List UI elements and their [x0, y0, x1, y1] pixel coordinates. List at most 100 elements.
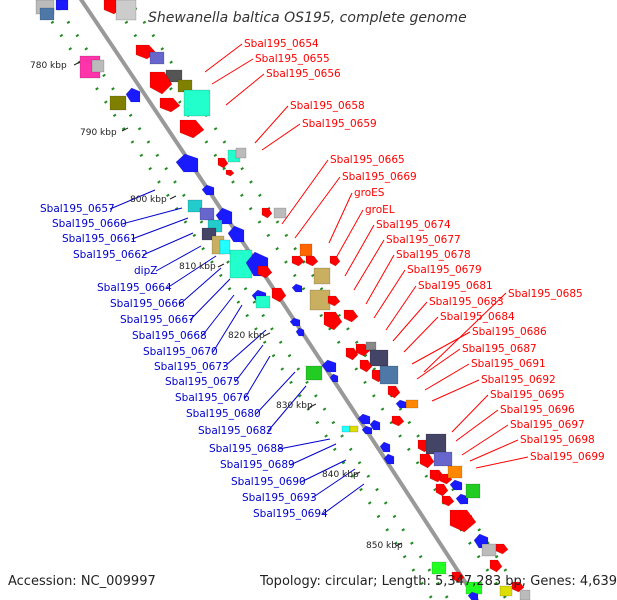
- gc-track-inner-right: [109, 0, 509, 600]
- tick-mark: [395, 542, 403, 547]
- forward-leader-line: [294, 176, 341, 239]
- forward-leader-line: [423, 292, 507, 373]
- forward-leader-line: [225, 73, 265, 106]
- tick-label: 830 kbp: [276, 401, 313, 411]
- forward-leader-line: [461, 424, 509, 456]
- forward-leader-line: [254, 105, 289, 144]
- gene-block: [305, 365, 323, 381]
- forward-gene-label[interactable]: Sbal195_0696: [500, 404, 575, 416]
- forward-leader-line: [261, 123, 301, 151]
- reverse-gene-arrow: [379, 441, 391, 453]
- forward-leader-line: [455, 409, 499, 442]
- gene-block: [519, 589, 531, 600]
- reverse-gene-arrow: [383, 453, 395, 465]
- forward-gene-label[interactable]: Sbal195_0699: [530, 451, 605, 463]
- gene-block: [341, 425, 351, 433]
- reverse-gene-label[interactable]: Sbal195_0690: [231, 476, 306, 488]
- forward-gene-label[interactable]: Sbal195_0665: [330, 154, 405, 166]
- reverse-gene-label[interactable]: Sbal195_0694: [253, 508, 328, 520]
- forward-gene-arrow: [327, 295, 341, 307]
- forward-gene-label[interactable]: Sbal195_0655: [255, 53, 330, 65]
- reverse-gene-label[interactable]: Sbal195_0666: [110, 298, 185, 310]
- forward-gene-arrow: [261, 207, 273, 219]
- reverse-gene-label[interactable]: dipZ: [134, 265, 158, 277]
- forward-gene-arrow: [495, 543, 509, 555]
- forward-gene-arrow: [449, 509, 477, 533]
- gene-block: [255, 295, 271, 309]
- forward-gene-label[interactable]: Sbal195_0685: [508, 288, 583, 300]
- reverse-gene-label[interactable]: Sbal195_0661: [62, 233, 137, 245]
- reverse-gene-label[interactable]: Sbal195_0689: [220, 459, 295, 471]
- forward-gene-label[interactable]: groES: [354, 187, 385, 199]
- gene-block: [235, 147, 247, 159]
- forward-gene-label[interactable]: Sbal195_0679: [407, 264, 482, 276]
- forward-gene-arrow: [345, 347, 359, 361]
- forward-gene-label[interactable]: Sbal195_0681: [418, 280, 493, 292]
- gene-block: [365, 341, 377, 351]
- forward-gene-label[interactable]: Sbal195_0678: [396, 249, 471, 261]
- forward-gene-arrow: [359, 359, 373, 373]
- forward-gene-label[interactable]: Sbal195_0659: [302, 118, 377, 130]
- gene-block: [149, 51, 165, 65]
- reverse-leader-line: [131, 217, 189, 240]
- forward-gene-arrow: [451, 571, 465, 583]
- reverse-gene-label[interactable]: Sbal195_0662: [73, 249, 148, 261]
- gene-block: [369, 349, 389, 367]
- reverse-gene-label[interactable]: Sbal195_0657: [40, 203, 115, 215]
- reverse-gene-label[interactable]: Sbal195_0670: [143, 346, 218, 358]
- reverse-gene-arrow: [291, 283, 303, 293]
- reverse-gene-label[interactable]: Sbal195_0675: [165, 376, 240, 388]
- reverse-gene-label[interactable]: Sbal195_0676: [175, 392, 250, 404]
- forward-gene-label[interactable]: Sbal195_0687: [462, 343, 537, 355]
- forward-gene-label[interactable]: Sbal195_0695: [490, 389, 565, 401]
- forward-gene-label[interactable]: Sbal195_0669: [342, 171, 417, 183]
- forward-gene-label[interactable]: Sbal195_0683: [429, 296, 504, 308]
- forward-gene-label[interactable]: Sbal195_0654: [244, 38, 319, 50]
- reverse-leader-line: [322, 483, 365, 515]
- reverse-gene-label[interactable]: Sbal195_0682: [198, 425, 273, 437]
- forward-gene-label[interactable]: Sbal195_0697: [510, 419, 585, 431]
- reverse-gene-label[interactable]: Sbal195_0664: [97, 282, 172, 294]
- forward-leader-line: [411, 331, 471, 365]
- forward-gene-label[interactable]: Sbal195_0656: [266, 68, 341, 80]
- forward-gene-label[interactable]: Sbal195_0684: [440, 311, 515, 323]
- gene-block: [309, 289, 331, 311]
- forward-gene-arrow: [387, 385, 401, 399]
- reverse-gene-label[interactable]: Sbal195_0693: [242, 492, 317, 504]
- forward-leader-line: [373, 269, 406, 319]
- forward-gene-arrow: [329, 255, 341, 267]
- tick-mark: [353, 471, 361, 476]
- forward-gene-label[interactable]: Sbal195_0686: [472, 326, 547, 338]
- forward-gene-arrow: [217, 157, 229, 169]
- gene-block: [499, 585, 513, 597]
- gene-block: [349, 425, 359, 433]
- reverse-leader-line: [189, 278, 231, 321]
- reverse-gene-label[interactable]: Sbal195_0660: [52, 218, 127, 230]
- forward-gene-arrow: [511, 581, 525, 593]
- reverse-gene-arrow: [329, 373, 339, 383]
- reverse-gene-label[interactable]: Sbal195_0680: [186, 408, 261, 420]
- forward-gene-label[interactable]: groEL: [365, 204, 395, 216]
- reverse-leader-line: [278, 438, 331, 450]
- gene-block: [199, 207, 215, 221]
- reverse-leader-line: [155, 245, 202, 272]
- forward-gene-label[interactable]: Sbal195_0692: [481, 374, 556, 386]
- forward-gene-label[interactable]: Sbal195_0674: [376, 219, 451, 231]
- reverse-gene-label[interactable]: Sbal195_0668: [132, 330, 207, 342]
- forward-leader-line: [344, 224, 375, 277]
- reverse-gene-label[interactable]: Sbal195_0667: [120, 314, 195, 326]
- reverse-leader-line: [255, 371, 296, 415]
- forward-leader-line: [353, 239, 385, 291]
- forward-gene-label[interactable]: Sbal195_0677: [386, 234, 461, 246]
- accession-text: Accession: NC_009997: [8, 574, 156, 589]
- tick-mark: [73, 61, 81, 66]
- reverse-gene-label[interactable]: Sbal195_0673: [154, 361, 229, 373]
- forward-leader-line: [451, 394, 489, 433]
- forward-gene-label[interactable]: Sbal195_0691: [471, 358, 546, 370]
- forward-gene-label[interactable]: Sbal195_0658: [290, 100, 365, 112]
- reverse-gene-label[interactable]: Sbal195_0688: [209, 443, 284, 455]
- tick-label: 810 kbp: [179, 262, 216, 272]
- tick-mark: [309, 403, 317, 408]
- forward-gene-label[interactable]: Sbal195_0698: [520, 434, 595, 446]
- gene-block: [109, 95, 127, 111]
